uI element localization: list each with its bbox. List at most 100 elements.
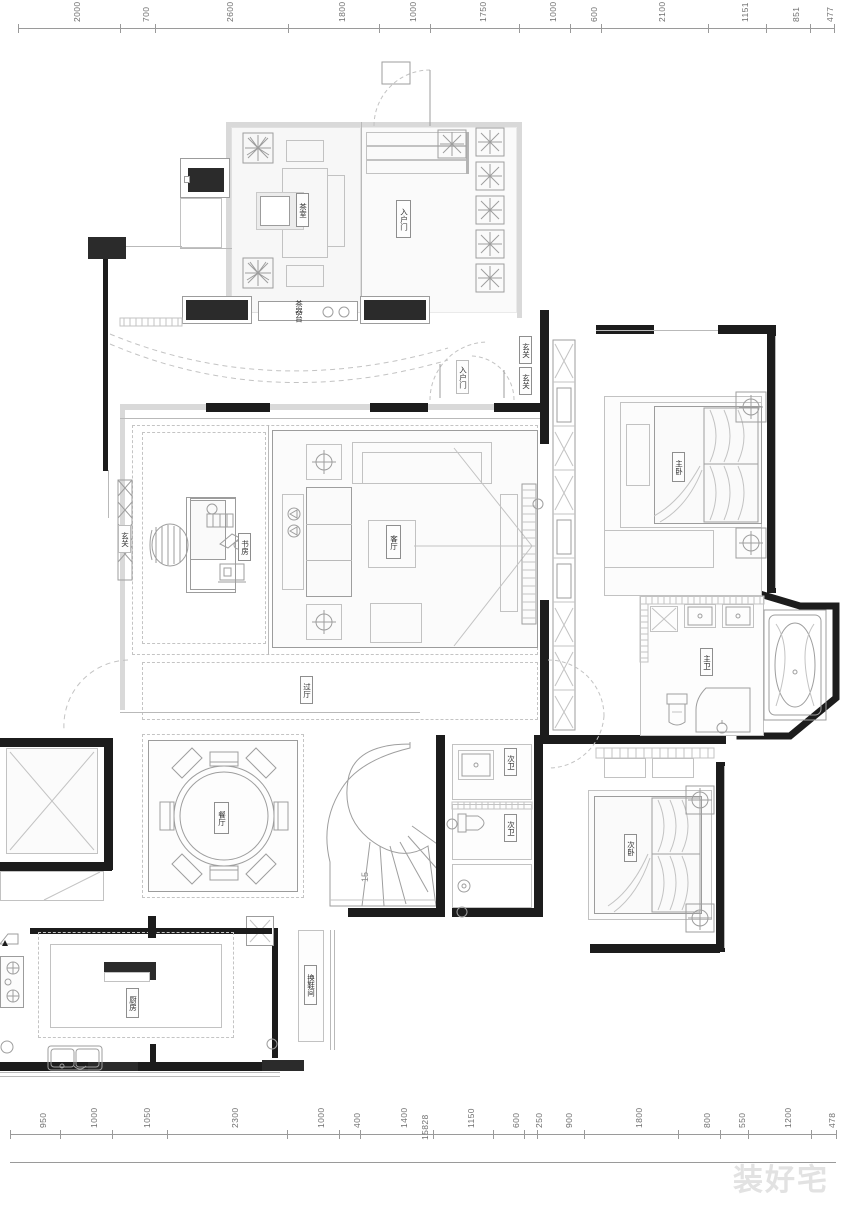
- dimension-tick: [286, 1130, 288, 1139]
- master-nightstand-left: [626, 424, 650, 486]
- plant-icon: [475, 195, 505, 225]
- dimension-label: 250: [533, 1112, 544, 1128]
- dimension-tick: [287, 24, 289, 33]
- sofa-seam-1: [306, 524, 352, 525]
- window-mullion-4: [0, 1072, 280, 1073]
- guest-bath-wall-right: [534, 735, 543, 917]
- shower-drain-icon: [651, 607, 677, 631]
- tv-feature-wall: [521, 483, 537, 625]
- sofa-seam-2: [306, 560, 352, 561]
- dimension-total-label: 15828: [420, 1114, 430, 1140]
- entry-sweep-arc: [109, 333, 449, 384]
- shower-enclosure: [695, 687, 751, 734]
- room-label-balcony-left: 玄关: [118, 525, 131, 553]
- tea-counter-box: [258, 301, 358, 321]
- ceiling-light-icon: [735, 391, 767, 423]
- guest-bath-b-tile-band: [451, 801, 533, 810]
- guide-line-3: [268, 425, 269, 655]
- dimension-label: 800: [701, 1112, 712, 1128]
- kitchen-door-jamb-1: [88, 1062, 138, 1071]
- dimension-tick: [18, 24, 19, 33]
- kitchen-zone-dashed: [38, 932, 234, 1038]
- left-wall-stub: [88, 237, 126, 259]
- dimension-tick: [766, 24, 768, 33]
- tea-side-table-top: [286, 140, 324, 162]
- dimension-label: 1800: [634, 1107, 644, 1128]
- toilet-icon: [457, 813, 485, 833]
- bath-angled-wall: [736, 583, 840, 740]
- toilet-icon: [666, 693, 688, 726]
- dimension-tick: [524, 1130, 526, 1139]
- dimension-label: 1050: [142, 1107, 153, 1128]
- outer-wall-right-upper: [767, 325, 776, 593]
- room-label-foyer-2: 玄关: [519, 367, 532, 395]
- hall-zone-dashed: [142, 662, 538, 720]
- outer-wall-bottom-right: [590, 944, 720, 953]
- dimension-label: 1000: [547, 1, 558, 22]
- tea-counter-sink-icons: [322, 306, 350, 318]
- dimension-tick: [10, 1130, 11, 1139]
- armchair-front: [370, 603, 422, 643]
- left-hall-arc: [63, 659, 129, 731]
- room-label-guest-bath-a: 次卫: [504, 748, 517, 776]
- dimension-label: 550: [737, 1112, 748, 1128]
- kitchen-sink-icon: [47, 1045, 103, 1071]
- dimension-label: 600: [511, 1112, 522, 1128]
- main-sofa: [306, 487, 352, 597]
- lower-left-connector: [148, 916, 156, 938]
- inner-wall-top-band: [120, 404, 540, 410]
- dimension-tick: [379, 24, 381, 33]
- dimension-label: 950: [37, 1112, 48, 1128]
- stair-wall-right: [436, 735, 445, 917]
- hob-burner-icon: [4, 961, 20, 1003]
- bottom-ruler-axis-2: [10, 1162, 836, 1163]
- ceiling-light-icon: [735, 527, 767, 559]
- basin-icon: [461, 753, 491, 777]
- plant-icon: [475, 229, 505, 259]
- dimension-label: 851: [791, 6, 802, 22]
- wall-blk-c: [494, 403, 542, 412]
- room-label-kitchen: 厨房: [126, 988, 139, 1018]
- master-bath-shower-tray: [650, 606, 678, 632]
- dimension-label: 1200: [782, 1107, 793, 1128]
- door-knob-icon: [446, 818, 458, 830]
- outer-wall-top-right-c: [540, 310, 549, 334]
- dimension-tick: [492, 1130, 494, 1139]
- guide-line-1: [120, 418, 540, 419]
- dimension-tick: [359, 1130, 361, 1139]
- foyer-panel-wall: [552, 339, 576, 731]
- dimension-tick: [570, 24, 572, 33]
- shoe-room-line-2: [334, 930, 335, 1050]
- hall-tile-band: [595, 747, 715, 759]
- tea-side-table-bottom: [286, 265, 324, 287]
- utility-lower-strip: [0, 871, 104, 901]
- dimension-tick: [600, 24, 602, 33]
- dimension-label: 2000: [71, 1, 82, 22]
- terrace-rail: [466, 132, 469, 174]
- dimension-tick: [166, 1130, 168, 1139]
- door-swing-arc-hall: [547, 659, 605, 769]
- outer-wall-mid-right: [540, 735, 726, 744]
- ceiling-light-icon: [685, 785, 715, 815]
- upper-block-wall-left: [226, 122, 231, 318]
- basin-icon: [687, 606, 713, 626]
- dimension-label: 1151: [740, 2, 751, 22]
- tea-annexe-lower: [180, 198, 222, 248]
- outer-wall-leftmid: [540, 600, 549, 740]
- dimension-tick: [811, 1130, 813, 1139]
- window-mullion-2: [775, 336, 776, 588]
- guest-bath-a-zone: [452, 744, 532, 800]
- kitchen-wall-bottom: [0, 1062, 280, 1071]
- shoe-room-wall: [272, 928, 278, 1058]
- master-bench: [604, 530, 714, 568]
- dimension-label: 1000: [315, 1107, 326, 1128]
- study-chair-icon: [149, 523, 189, 567]
- room-label-dining-room: 餐厅: [214, 802, 229, 834]
- terrace-band-3: [366, 160, 468, 174]
- tea-terrace-divider: [361, 122, 362, 318]
- room-label-study: 书房: [238, 533, 251, 561]
- door-knob-icon: [456, 906, 468, 918]
- utility-wall-top: [0, 738, 112, 747]
